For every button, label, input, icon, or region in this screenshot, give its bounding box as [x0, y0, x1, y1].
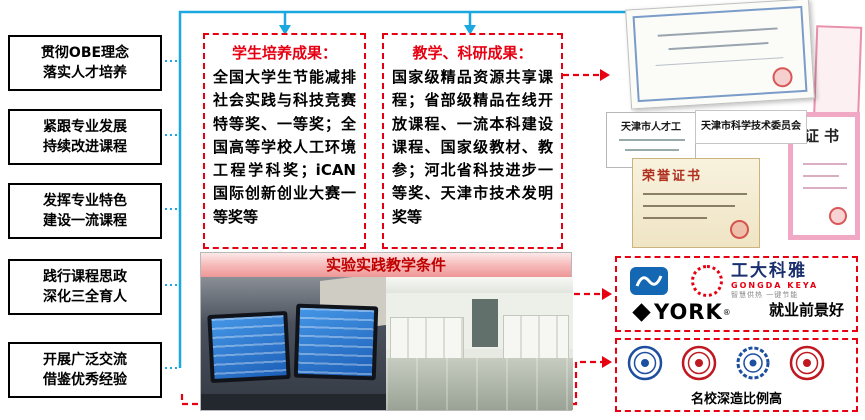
keya-slogan: 智慧供热 一键节能	[731, 290, 799, 299]
red-arrowhead-icon	[602, 288, 612, 300]
red-arrowhead-icon	[600, 69, 610, 81]
lab-equipment	[503, 315, 569, 363]
principle-box-development: 紧跟专业发展 持续改进课程	[8, 109, 162, 165]
blue-arrowhead-icon	[279, 25, 291, 35]
keya-name: 工大科雅	[731, 261, 807, 281]
certificate-textline	[803, 175, 839, 177]
blue-dotted-connectors	[160, 60, 180, 369]
photo-desk	[201, 394, 386, 410]
certificate-textline	[619, 139, 685, 141]
york-logo: YORK ®	[632, 300, 731, 324]
certificate-book-title: 证书	[803, 127, 844, 145]
software-screen	[297, 307, 375, 377]
principle-line: 贯彻OBE理念	[40, 44, 130, 61]
student-achievements-box: 学生培养成果： 全国大学生节能减排社会实践与科技竞赛特等奖、一等奖；全国高等学校…	[203, 33, 366, 249]
red-stamp-icon	[829, 207, 847, 225]
universities-box: 名校深造比例高	[615, 338, 858, 412]
universities-caption: 名校深造比例高	[690, 392, 782, 407]
student-achievements-body: 全国大学生节能减排社会实践与科技竞赛特等奖、一等奖；全国高等学校人工环境工程学科…	[213, 68, 356, 226]
software-screen	[211, 315, 287, 379]
certificate-book: 证书	[788, 112, 860, 240]
registered-mark: ®	[722, 307, 731, 317]
lab-equipment	[390, 317, 464, 361]
photo-floor	[386, 358, 573, 410]
university-seal-icon	[735, 345, 771, 385]
principle-line: 借鉴优秀经验	[43, 372, 127, 388]
keya-ring-icon	[691, 265, 723, 298]
keya-latin: GONGDA KEYA	[731, 280, 819, 290]
principle-box-obe: 贯彻OBE理念 落实人才培养	[8, 35, 162, 91]
employment-box: 工大科雅 GONGDA KEYA 智慧供热 一键节能 YORK ® 就业前景好	[615, 256, 858, 332]
student-achievements-title: 学生培养成果：	[231, 44, 337, 62]
teaching-achievements-body: 国家级精品资源共享课程；省部级精品在线开放课程、一流本科建设课程、国家级教材、教…	[392, 68, 553, 226]
york-logo-mark-icon	[632, 302, 651, 322]
red-line-to-universities	[180, 360, 602, 406]
principle-line: 践行课程思政	[43, 268, 127, 285]
principle-line: 持续改进课程	[43, 139, 127, 155]
certificate-textline	[803, 163, 847, 165]
certificate-framed	[625, 0, 815, 110]
blue-flow-line	[178, 10, 712, 368]
principle-box-ideology: 践行课程思政 深化三全育人	[8, 259, 162, 315]
principle-box-feature: 发挥专业特色 建设一流课程	[8, 183, 162, 239]
certificate-honor: 荣誉证书	[632, 158, 760, 248]
principle-line: 紧跟专业发展	[43, 118, 127, 135]
certificate-textline	[625, 149, 679, 151]
teaching-achievements-title: 教学、科研成果：	[412, 44, 533, 62]
red-stamp-icon	[730, 220, 749, 239]
certificate-science-committee: 天津市科学技术委员会	[695, 110, 807, 144]
principle-line: 发挥专业特色	[43, 192, 127, 209]
principle-line: 开展广泛交流	[43, 351, 127, 368]
certificate-textline	[643, 193, 747, 195]
university-seal-icon	[627, 345, 663, 385]
experiment-conditions-title: 实验实践教学条件	[201, 253, 571, 278]
principle-line: 落实人才培养	[43, 65, 127, 81]
employer-logo-blue-icon	[629, 266, 669, 300]
university-seal-icon	[681, 345, 717, 385]
keya-text-block: 工大科雅 GONGDA KEYA 智慧供热 一键节能	[731, 261, 819, 300]
experiment-conditions-box: 实验实践教学条件	[200, 252, 573, 411]
teaching-achievements-box: 教学、科研成果： 国家级精品资源共享课程；省部级精品在线开放课程、一流本科建设课…	[382, 33, 563, 249]
photo-doorway	[472, 299, 498, 347]
gongda-keya-logo: 工大科雅 GONGDA KEYA 智慧供热 一键节能	[691, 261, 819, 300]
york-wordmark: YORK	[654, 300, 723, 324]
red-arrowhead-icon	[602, 356, 612, 368]
employment-caption: 就业前景好	[768, 301, 844, 319]
university-seal-icon	[789, 345, 825, 385]
certificate-textline	[643, 205, 735, 207]
certificate-science-text: 天津市科学技术委员会	[701, 121, 801, 132]
certificate-talent-text: 天津市人才工	[621, 122, 681, 133]
certificate-honor-title: 荣誉证书	[642, 169, 703, 184]
monitor-screen	[293, 303, 379, 381]
lab-monitors-photo	[201, 277, 386, 410]
certificate-textline	[643, 217, 707, 219]
photo-ceiling	[386, 277, 573, 293]
monitor-screen	[207, 310, 291, 384]
lab-room-photo	[386, 277, 573, 410]
certificate-border	[632, 5, 808, 103]
blue-arrowhead-icon	[464, 25, 476, 35]
certificate-textline	[803, 187, 847, 189]
principle-box-exchange: 开展广泛交流 借鉴优秀经验	[8, 342, 162, 398]
principle-line: 建设一流课程	[43, 213, 127, 229]
principle-line: 深化三全育人	[43, 289, 127, 305]
